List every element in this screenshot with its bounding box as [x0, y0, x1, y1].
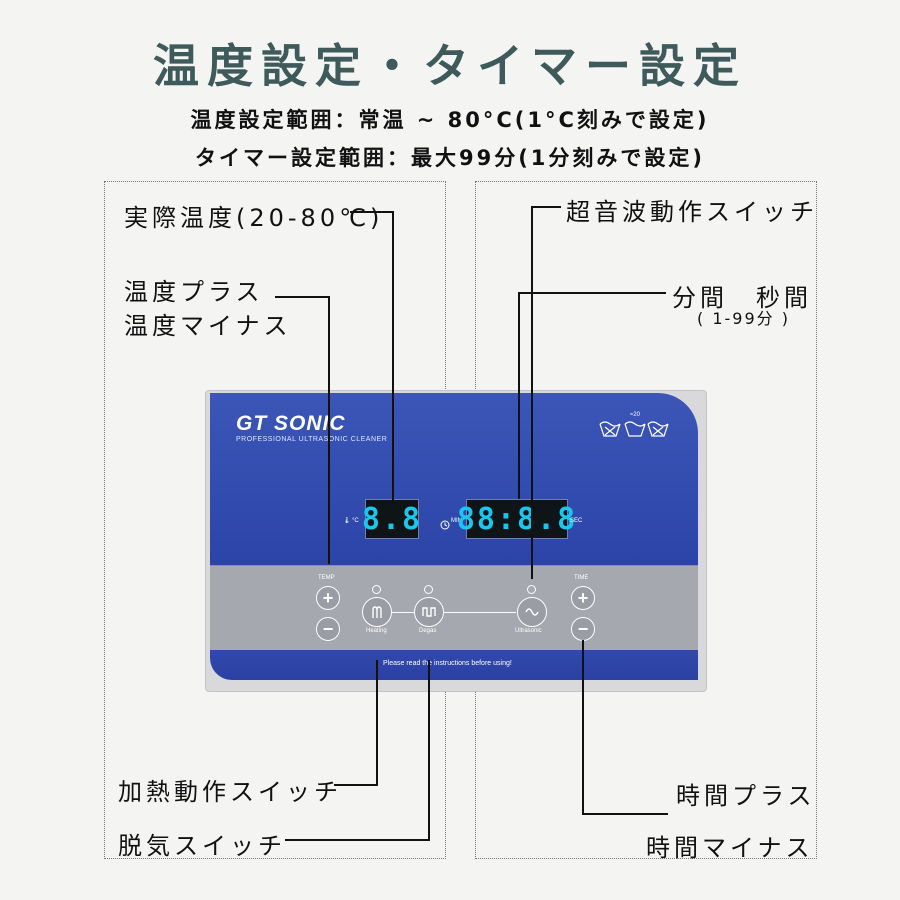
heating-icon: [372, 606, 382, 618]
page-title: 温度設定・タイマー設定: [153, 39, 747, 93]
time-caption: TIME: [574, 575, 589, 581]
temp-minus-label: 温度マイナス: [124, 312, 292, 340]
button-connector-line: [392, 612, 516, 613]
leader-line: [531, 206, 533, 579]
temp-minus-button[interactable]: −: [316, 617, 340, 641]
leader-line: [582, 640, 584, 814]
degas-button[interactable]: [414, 597, 444, 627]
degas-switch-label: 脱気スイッチ: [118, 832, 286, 860]
degas-icon: [422, 607, 436, 617]
leader-line: [334, 784, 378, 786]
leader-line: [392, 211, 394, 503]
temp-caption: TEMP: [318, 575, 335, 581]
leader-line: [275, 296, 329, 298]
leader-line: [376, 660, 378, 784]
instructions-notice: Please read the instructions before usin…: [383, 660, 512, 667]
min-unit: MIN: [451, 518, 462, 524]
leader-line: [350, 211, 393, 213]
heating-button[interactable]: [362, 597, 392, 627]
thermometer-icon: 🌡: [343, 518, 351, 524]
min-sec-range-label: ( 1-99分 ): [697, 309, 790, 328]
ultrasonic-switch-label: 超音波動作スイッチ: [566, 198, 818, 226]
temp-plus-label: 温度プラス: [124, 278, 264, 306]
degas-led: [424, 585, 433, 594]
time-minus-button[interactable]: −: [571, 617, 595, 641]
heating-led: [372, 585, 381, 594]
leader-line: [582, 813, 668, 815]
panel-button-band: [210, 565, 698, 652]
ultrasonic-led: [527, 585, 536, 594]
panel-display-area: [210, 393, 698, 565]
leader-line: [531, 206, 561, 208]
brand-logo: GT SONIC: [236, 412, 346, 435]
time-minus-label: 時間マイナス: [646, 834, 814, 862]
leader-line: [285, 839, 430, 841]
ultrasonic-wave-icon: [525, 608, 539, 616]
leader-line: [518, 292, 666, 294]
temperature-display: 8.8: [362, 499, 420, 539]
leader-line: [518, 292, 520, 499]
heating-switch-label: 加熱動作スイッチ: [118, 778, 342, 806]
heating-caption: Heating: [366, 628, 387, 634]
temp-range-text: 温度設定範囲：常温 ~ 80°C(1°C刻みで設定): [190, 108, 710, 132]
wash-care-icon: [599, 421, 669, 437]
time-plus-button[interactable]: +: [571, 586, 595, 610]
time-plus-label: 時間プラス: [676, 782, 816, 810]
sec-unit: SEC: [570, 518, 583, 524]
min-sec-label: 分間 秒間: [672, 284, 812, 312]
care-icons: [598, 414, 670, 444]
panel-notice-area: [210, 650, 698, 680]
leader-line: [428, 660, 430, 840]
clock-icon: [440, 515, 450, 534]
temp-unit: °C: [352, 518, 359, 524]
timer-display: 88:8.8: [457, 499, 575, 539]
brand-subtitle: PROFESSIONAL ULTRASONIC CLEANER: [236, 436, 388, 443]
ultrasonic-button[interactable]: [517, 597, 547, 627]
degas-caption: Degas: [419, 628, 437, 634]
timer-range-text: タイマー設定範囲：最大99分(1分刻みで設定): [194, 146, 706, 170]
actual-temp-label: 実際温度(20-80℃): [124, 204, 384, 232]
ultrasonic-caption: Ultrasonic: [515, 628, 542, 634]
leader-line: [328, 296, 330, 564]
temp-plus-button[interactable]: +: [316, 586, 340, 610]
care-temp-small: ≈20: [630, 412, 640, 418]
